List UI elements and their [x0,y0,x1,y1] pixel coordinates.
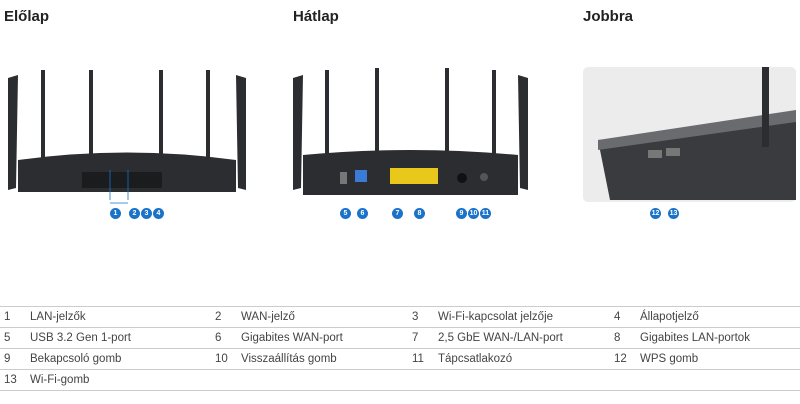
item-label: 2,5 GbE WAN-/LAN-port [438,332,563,344]
item-label: WPS gomb [640,353,699,365]
item-number: 6 [215,332,222,344]
table-row: 13 Wi-Fi-gomb [0,370,800,391]
item-number: 2 [215,311,222,323]
item-number: 3 [412,311,419,323]
marker-7: 7 [392,208,403,219]
heading-right: Jobbra [583,8,634,25]
router-back-image [293,68,528,195]
item-number: 13 [4,374,17,386]
item-label: Wi-Fi-gomb [30,374,90,386]
heading-back: Hátlap [293,8,339,25]
item-label: Állapotjelző [640,311,699,323]
router-images [8,67,796,204]
marker-2: 2 [129,208,140,219]
marker-4: 4 [153,208,164,219]
item-number: 8 [614,332,621,344]
item-number: 5 [4,332,11,344]
router-front-image [8,70,246,204]
marker-5: 5 [340,208,351,219]
table-row: 9 Bekapcsoló gomb 10 Visszaállítás gomb 11… [0,349,800,370]
item-number: 4 [614,311,621,323]
item-label: Gigabites WAN-port [241,332,343,344]
item-number: 9 [4,353,11,365]
marker-11: 11 [480,208,491,219]
heading-front: Előlap [4,8,50,25]
item-label: WAN-jelző [241,311,295,323]
item-label: Bekapcsoló gomb [30,353,122,365]
item-number: 10 [215,353,228,365]
marker-6: 6 [357,208,368,219]
legend-table: 1 LAN-jelzők 2 WAN-jelző 3 Wi-Fi-kapcsolat … [0,306,800,391]
table-row: 1 LAN-jelzők 2 WAN-jelző 3 Wi-Fi-kapcsolat … [0,307,800,328]
item-label: USB 3.2 Gen 1-port [30,332,131,344]
item-number: 11 [412,353,424,365]
item-label: Wi-Fi-kapcsolat jelzője [438,311,554,323]
item-label: LAN-jelzők [30,311,86,323]
item-number: 12 [614,353,627,365]
item-number: 1 [4,311,11,323]
marker-13: 13 [668,208,679,219]
item-label: Visszaállítás gomb [241,353,337,365]
marker-3: 3 [141,208,152,219]
marker-10: 10 [468,208,479,219]
marker-8: 8 [414,208,425,219]
item-label: Gigabites LAN-portok [640,332,750,344]
marker-12: 12 [650,208,661,219]
marker-9: 9 [456,208,467,219]
router-side-image [583,67,796,202]
marker-1: 1 [110,208,121,219]
item-label: Tápcsatlakozó [438,353,513,365]
item-number: 7 [412,332,419,344]
